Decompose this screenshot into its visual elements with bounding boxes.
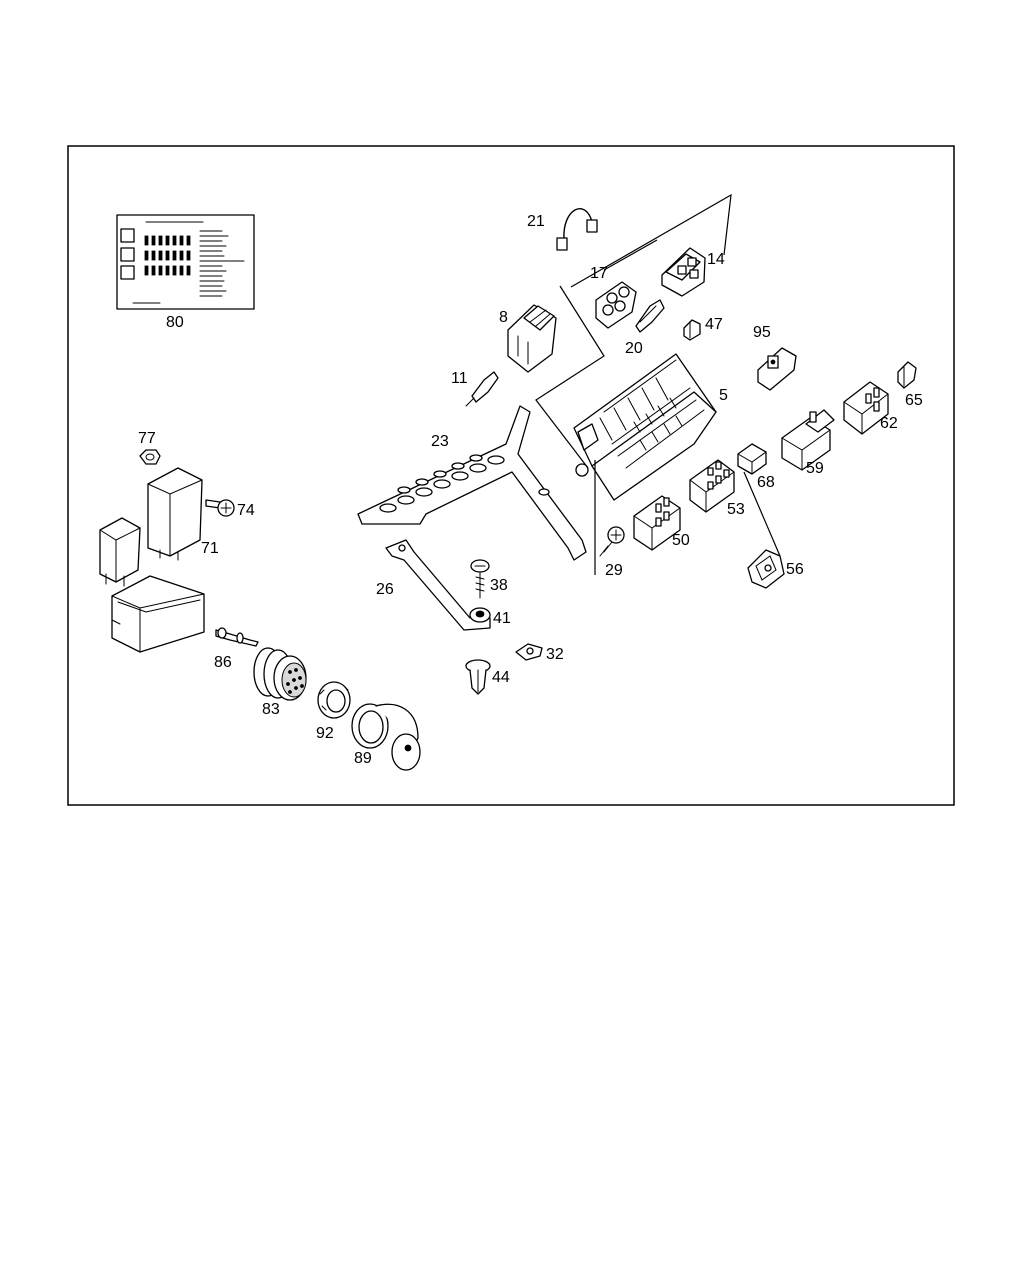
callout-71: 71 bbox=[201, 540, 219, 557]
part-71-relay[interactable] bbox=[147, 467, 203, 561]
callout-17: 17 bbox=[590, 265, 608, 282]
callout-8: 8 bbox=[499, 309, 508, 326]
callout-95: 95 bbox=[753, 324, 771, 341]
auxiliary-relay[interactable] bbox=[99, 517, 141, 587]
part-17-connector[interactable] bbox=[595, 281, 637, 329]
part-21-cable[interactable] bbox=[556, 208, 598, 251]
callout-23: 23 bbox=[431, 433, 449, 450]
part-44-push-clip[interactable] bbox=[465, 659, 491, 695]
callout-20: 20 bbox=[625, 340, 643, 357]
part-50-socket[interactable] bbox=[633, 495, 681, 551]
callout-44: 44 bbox=[492, 669, 510, 686]
fuse-box-slots bbox=[599, 377, 705, 469]
part-92-ring-nut[interactable] bbox=[317, 681, 351, 719]
part-77-nut[interactable] bbox=[139, 449, 161, 465]
callout-83: 83 bbox=[262, 701, 280, 718]
callout-5: 5 bbox=[719, 387, 728, 404]
part-80-fuse-label[interactable] bbox=[116, 214, 255, 310]
callout-65: 65 bbox=[905, 392, 923, 409]
callout-14: 14 bbox=[707, 251, 725, 268]
callout-47: 47 bbox=[705, 316, 723, 333]
fuse-label-fuse-row-1 bbox=[144, 235, 191, 246]
callout-11: 11 bbox=[451, 370, 468, 387]
callout-56: 56 bbox=[786, 561, 804, 578]
part-59-relay[interactable] bbox=[781, 409, 835, 471]
callout-59: 59 bbox=[806, 460, 824, 477]
callout-38: 38 bbox=[490, 577, 508, 594]
fuse-label-text-lines bbox=[132, 230, 245, 304]
part-29-screw[interactable] bbox=[599, 526, 625, 557]
part-47-plug[interactable] bbox=[683, 319, 701, 341]
part-83-round-connector[interactable] bbox=[253, 647, 307, 701]
part-65-plug[interactable] bbox=[897, 361, 917, 389]
part-86-pin[interactable] bbox=[215, 627, 259, 647]
callout-89: 89 bbox=[354, 750, 372, 767]
bracket-holes bbox=[379, 454, 505, 513]
part-14-connector[interactable] bbox=[661, 247, 706, 297]
part-11-terminal[interactable] bbox=[465, 371, 499, 407]
part-5-fuse-box[interactable] bbox=[573, 353, 717, 501]
part-26-strut[interactable] bbox=[385, 539, 491, 631]
callout-41: 41 bbox=[493, 610, 511, 627]
part-32-clip[interactable] bbox=[515, 643, 543, 661]
callout-86: 86 bbox=[214, 654, 232, 671]
part-74-bolt[interactable] bbox=[205, 499, 235, 517]
callout-50: 50 bbox=[672, 532, 690, 549]
callout-29: 29 bbox=[605, 562, 623, 579]
control-unit-housing[interactable] bbox=[111, 575, 205, 653]
callout-21: 21 bbox=[527, 213, 545, 230]
callout-77: 77 bbox=[138, 430, 156, 447]
callout-53: 53 bbox=[727, 501, 745, 518]
part-62-relay[interactable] bbox=[843, 381, 889, 435]
callout-80: 80 bbox=[166, 314, 184, 331]
connector-pins bbox=[286, 668, 304, 694]
callout-32: 32 bbox=[546, 646, 564, 663]
callout-74: 74 bbox=[237, 502, 255, 519]
part-23-bracket[interactable] bbox=[357, 405, 587, 561]
part-38-screw[interactable] bbox=[470, 559, 490, 599]
part-89-cap[interactable] bbox=[351, 703, 421, 771]
part-41-washer[interactable] bbox=[469, 607, 491, 623]
part-53-socket[interactable] bbox=[689, 459, 735, 513]
callout-68: 68 bbox=[757, 474, 775, 491]
part-95-plug[interactable] bbox=[757, 347, 797, 391]
callout-62: 62 bbox=[880, 415, 898, 432]
callout-26: 26 bbox=[376, 581, 394, 598]
leader-68 bbox=[743, 471, 781, 557]
part-20-terminal[interactable] bbox=[635, 299, 665, 333]
part-68-relay[interactable] bbox=[737, 443, 767, 475]
fuse-label-fuse-row-2 bbox=[144, 250, 191, 261]
bracket-lines bbox=[535, 193, 732, 469]
callout-92: 92 bbox=[316, 725, 334, 742]
part-8-connector[interactable] bbox=[507, 304, 557, 373]
fuse-label-fuse-row-3 bbox=[144, 265, 191, 276]
part-56-holder[interactable] bbox=[747, 549, 785, 589]
